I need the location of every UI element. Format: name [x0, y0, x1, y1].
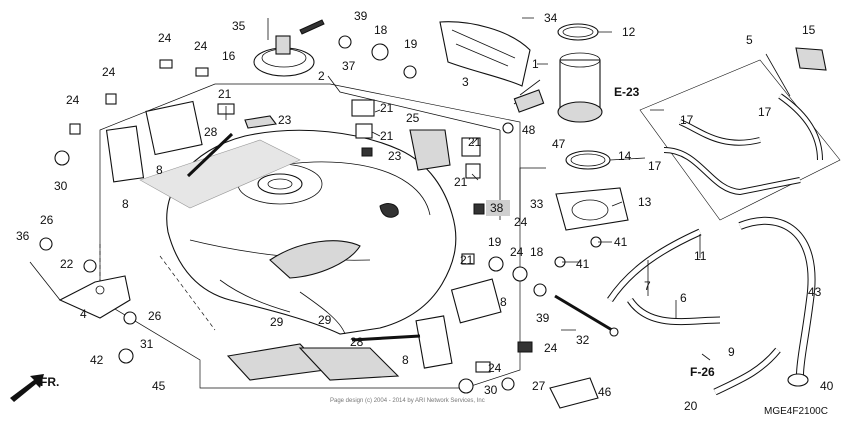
callout-17c: 17 — [648, 159, 662, 173]
callout-24a: 24 — [158, 31, 172, 45]
callout-6: 6 — [680, 291, 687, 305]
callout-48: 48 — [522, 123, 536, 137]
copyright-notice: Page design (c) 2004 - 2014 by ARI Netwo… — [330, 398, 485, 404]
ref-label-e23: E-23 — [614, 85, 640, 99]
callout-12: 12 — [622, 25, 636, 39]
callout-38: 38 — [490, 201, 504, 215]
callout-13: 13 — [638, 195, 652, 209]
callout-26b: 26 — [148, 309, 162, 323]
callout-40: 40 — [820, 379, 834, 393]
callout-3: 3 — [462, 75, 469, 89]
callout-19b: 19 — [488, 235, 502, 249]
tank-assembly-frame — [99, 83, 521, 389]
callout-22: 22 — [60, 257, 74, 271]
callout-24c: 24 — [102, 65, 116, 79]
callout-28a: 28 — [204, 125, 218, 139]
callout-28b: 28 — [350, 335, 364, 349]
mounting-bolt — [554, 294, 619, 337]
callout-17b: 17 — [758, 105, 772, 119]
callout-30a: 30 — [54, 179, 68, 193]
callout-21d: 21 — [468, 135, 482, 149]
callout-42: 42 — [90, 353, 104, 367]
callout-2: 2 — [318, 69, 325, 83]
callout-21c: 21 — [380, 129, 394, 143]
tank-rubber-pads — [105, 100, 502, 369]
callout-24d: 24 — [66, 93, 80, 107]
callout-5: 5 — [746, 33, 753, 47]
drawing-code: MGE4F2100C — [764, 406, 828, 417]
callout-23b: 23 — [388, 149, 402, 163]
callout-numbers: 1 2 3 4 5 6 7 8 8 8 8 9 11 12 13 14 15 1… — [16, 9, 834, 413]
front-label: FR. — [40, 375, 59, 389]
breather-hoses — [607, 216, 816, 396]
callout-1: 1 — [532, 57, 539, 71]
front-direction-arrow: FR. — [10, 374, 59, 402]
callout-39a: 39 — [354, 9, 368, 23]
callout-18a: 18 — [374, 23, 388, 37]
callout-47: 47 — [552, 137, 566, 151]
callout-35: 35 — [232, 19, 246, 33]
callout-23a: 23 — [278, 113, 292, 127]
fuel-pump-unit — [513, 23, 629, 231]
callout-34: 34 — [544, 11, 558, 25]
f26-arrow — [701, 353, 711, 361]
highlight-38 — [486, 200, 510, 216]
callout-21f: 21 — [460, 253, 474, 267]
callout-19a: 19 — [404, 37, 418, 51]
callout-24e: 24 — [514, 215, 528, 229]
callout-21e: 21 — [454, 175, 468, 189]
tank-side-pad — [139, 139, 301, 209]
fuel-pump-bracket — [439, 21, 531, 87]
callout-21a: 21 — [218, 87, 232, 101]
callout-4: 4 — [80, 307, 87, 321]
fasteners — [39, 35, 827, 409]
callout-26a: 26 — [40, 213, 54, 227]
callout-29b: 29 — [318, 313, 332, 327]
callout-32: 32 — [576, 333, 590, 347]
callout-39b: 39 — [536, 311, 550, 325]
callout-11: 11 — [694, 249, 707, 263]
callout-41b: 41 — [576, 257, 590, 271]
callout-8a: 8 — [122, 197, 129, 211]
callout-20: 20 — [684, 399, 698, 413]
callout-17a: 17 — [680, 113, 694, 127]
callout-29a: 29 — [270, 315, 284, 329]
callout-15: 15 — [802, 23, 816, 37]
callout-14: 14 — [618, 149, 632, 163]
callout-24f: 24 — [510, 245, 524, 259]
callout-43: 43 — [808, 285, 822, 299]
callout-9: 9 — [728, 345, 735, 359]
fuel-filler-cap — [253, 18, 325, 77]
callout-8b: 8 — [156, 163, 163, 177]
callout-45: 45 — [152, 379, 166, 393]
callout-30b: 30 — [484, 383, 498, 397]
callout-18b: 18 — [530, 245, 544, 259]
callout-46: 46 — [598, 385, 612, 399]
callout-25: 25 — [406, 111, 420, 125]
callout-33: 33 — [530, 197, 544, 211]
callout-24h: 24 — [488, 361, 502, 375]
callout-41a: 41 — [614, 235, 628, 249]
callout-7: 7 — [644, 279, 651, 293]
callout-36: 36 — [16, 229, 30, 243]
ref-label-f26: F-26 — [690, 365, 715, 379]
callout-24b: 24 — [194, 39, 208, 53]
tank-rear-bracket — [29, 261, 131, 319]
callout-21b: 21 — [380, 101, 394, 115]
callout-37: 37 — [342, 59, 356, 73]
callout-31: 31 — [140, 337, 154, 351]
callout-27: 27 — [532, 379, 546, 393]
tank-strips — [186, 132, 421, 381]
callout-24g: 24 — [544, 341, 558, 355]
hose-sub-assembly — [639, 59, 841, 221]
callout-8d: 8 — [402, 353, 409, 367]
callout-8c: 8 — [500, 295, 507, 309]
callout-16: 16 — [222, 49, 236, 63]
